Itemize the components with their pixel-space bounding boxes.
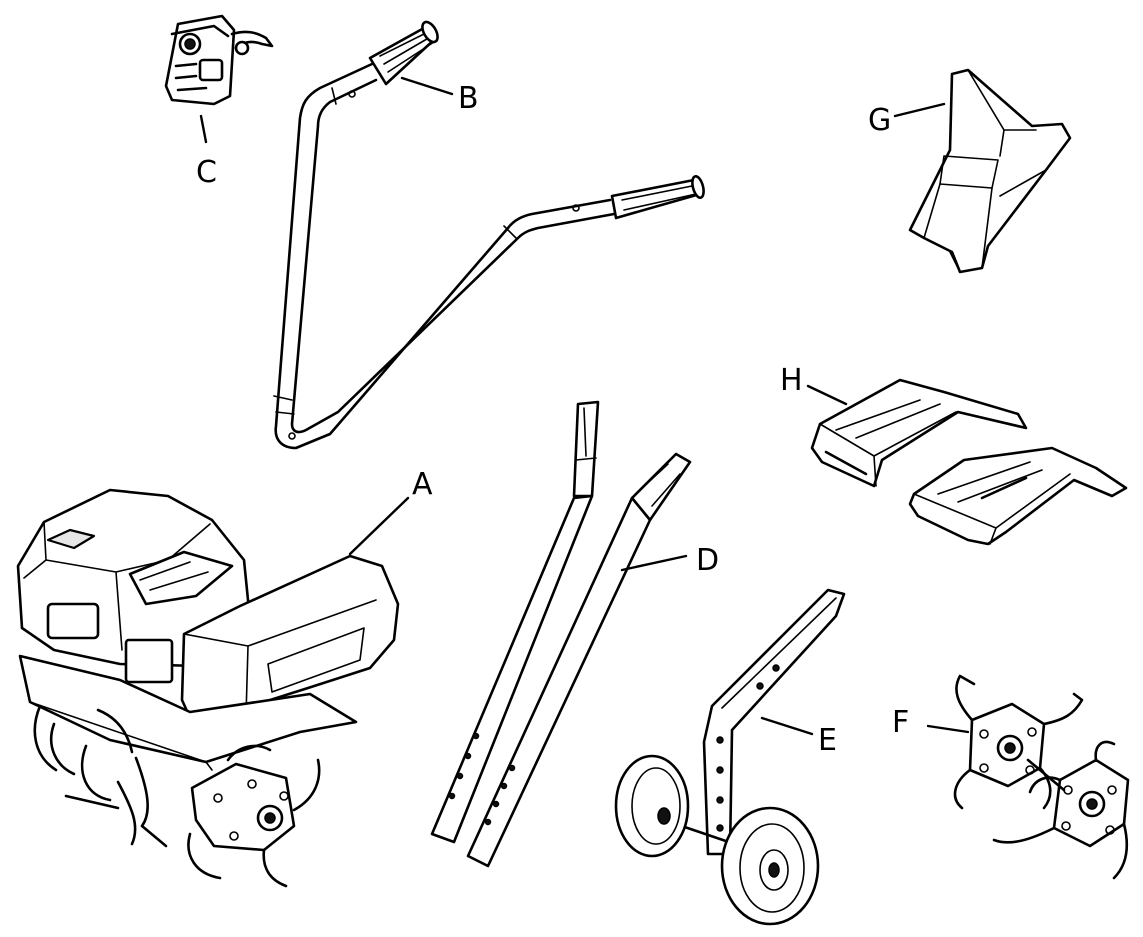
- label-d: D: [696, 543, 719, 578]
- part-h-shields-drawing: [810, 378, 1128, 546]
- part-c-switch-box-drawing: [164, 14, 274, 106]
- part-e-wheel-assembly-drawing: [614, 588, 846, 926]
- leader-line-a: [348, 496, 410, 556]
- label-b: B: [458, 81, 479, 116]
- part-g-cover-drawing: [908, 68, 1072, 274]
- label-h: H: [780, 363, 803, 398]
- leader-line-b: [400, 76, 454, 96]
- leader-line-e: [760, 716, 814, 736]
- part-f-tines-drawing: [953, 674, 1130, 880]
- label-f: F: [892, 705, 909, 740]
- label-a: A: [412, 467, 433, 502]
- label-e: E: [818, 723, 837, 758]
- label-g: G: [868, 103, 891, 138]
- leader-line-c: [199, 114, 208, 144]
- leader-line-d: [620, 554, 688, 572]
- leader-line-h: [806, 384, 848, 406]
- leader-line-f: [926, 724, 970, 734]
- part-b-upper-handle-drawing: [273, 20, 705, 450]
- part-a-tiller-body-drawing: [16, 488, 400, 888]
- label-c: C: [196, 155, 217, 190]
- part-d-lower-tubes-drawing: [430, 400, 692, 868]
- leader-line-g: [893, 102, 946, 118]
